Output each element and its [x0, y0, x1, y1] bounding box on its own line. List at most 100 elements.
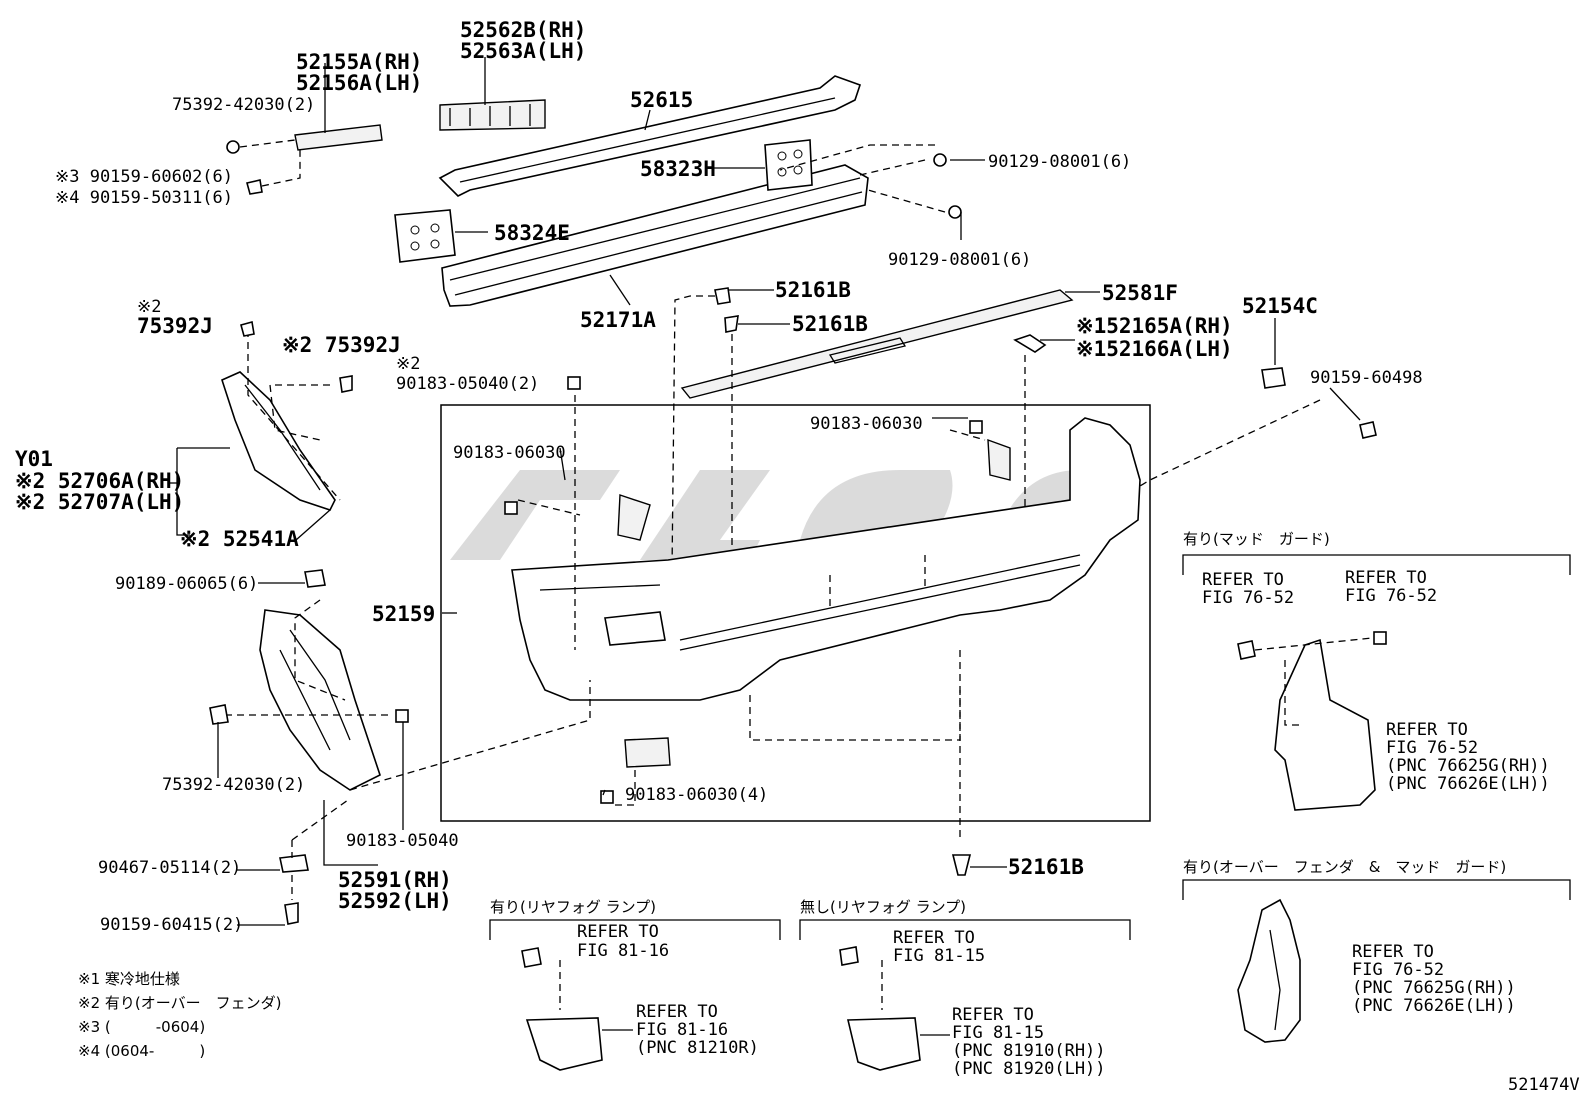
note-1: ※1 寒冷地仕様 [78, 970, 180, 988]
part-52591-mudguard [259, 609, 381, 791]
label-52171A: 52171A [580, 308, 656, 332]
label-75392J-b: ※2 75392J [282, 333, 401, 357]
part-52159-bumper-cover [511, 417, 1141, 701]
fog-with-section: 有り(リヤフォグ ランプ) REFER TO FIG 81-16 REFER T… [490, 898, 759, 1058]
fog-with-header: 有り(リヤフォグ ランプ) [490, 898, 656, 916]
part-retainer-bracket [624, 737, 671, 768]
ofmg-header: 有り(オーバー フェンダ & マッド ガード) [1183, 858, 1506, 876]
mud-guard-section-frame [1182, 554, 1571, 575]
fog-without-ref2-d: (PNC 81920(LH)) [952, 1059, 1106, 1079]
ofmg-ref-b: FIG 76-52 [1352, 960, 1444, 980]
mud-ref3-b: FIG 76-52 [1386, 738, 1478, 758]
fog-without-ref1-a: REFER TO [893, 928, 975, 948]
label-75392-42030-top: 75392-42030(2) [172, 95, 315, 115]
label-90189: 90189-06065(6) [115, 574, 258, 594]
clip-icon [304, 569, 326, 588]
label-52707A: ※2 52707A(LH) [15, 490, 184, 514]
fog-without-ref2-a: REFER TO [952, 1005, 1034, 1025]
screw-icon [521, 947, 542, 968]
label-90159-60602: ※3 90159-60602(6) [55, 167, 233, 187]
part-52706A-over-fender [221, 371, 336, 511]
label-52165A: ※152165A(RH) [1076, 314, 1233, 338]
over-fender-mud-guard-section-frame [1182, 879, 1571, 900]
nut-icon [567, 376, 581, 390]
label-90183-05040-2: 90183-05040(2) [396, 374, 539, 394]
fog-without-section: 無し(リヤフォグ ランプ) REFER TO FIG 81-15 REFER T… [800, 898, 1106, 1079]
fog-with-ref2-b: FIG 81-16 [636, 1020, 728, 1040]
bolt-icon [226, 140, 240, 154]
label-52563A: 52563A(LH) [460, 39, 586, 63]
label-90183-05040-mark: ※2 [396, 354, 420, 374]
nut-icon [969, 420, 983, 434]
ofmg-ref-d: (PNC 76626E(LH)) [1352, 996, 1516, 1016]
label-90183-06030-a: 90183-06030 [453, 443, 566, 463]
label-52562B: 52562B(RH) [460, 18, 586, 42]
bolt-icon [948, 205, 962, 219]
over-fender-mud-guard-section: 有り(オーバー フェンダ & マッド ガード) REFER TO FIG 76-… [1183, 858, 1516, 1016]
label-52154C: 52154C [1242, 294, 1318, 318]
label-90129-a: 90129-08001(6) [988, 152, 1131, 172]
part-labels: 52562B(RH) 52563A(LH) 52155A(RH) 52156A(… [15, 18, 1580, 1095]
fog-without-ref2-c: (PNC 81910(RH)) [952, 1041, 1106, 1061]
fog-without-header: 無し(リヤフォグ ランプ) [800, 898, 966, 916]
label-52161B-3: 52161B [1008, 855, 1084, 879]
clip-icon [339, 375, 353, 393]
fog-without-section-frame [799, 919, 1131, 940]
mud-ref3-d: (PNC 76626E(LH)) [1386, 774, 1550, 794]
bracket-icon [279, 854, 309, 873]
ofmg-ref-a: REFER TO [1352, 942, 1434, 962]
label-90183-05040: 90183-05040 [346, 831, 459, 851]
label-52161B-2: 52161B [792, 312, 868, 336]
clip-icon [240, 320, 255, 337]
label-90159-60415: 90159-60415(2) [100, 915, 243, 935]
mud-ref1-b: FIG 76-52 [1202, 588, 1294, 608]
clip-icon [951, 854, 972, 876]
ofmg-ref-c: (PNC 76625G(RH)) [1352, 978, 1516, 998]
screw-icon [209, 704, 229, 725]
mud-ref3-c: (PNC 76625G(RH)) [1386, 756, 1550, 776]
diagram-code: 521474V [1508, 1075, 1580, 1095]
label-52166A: ※152166A(LH) [1076, 337, 1233, 361]
note-3: ※3 ( -0604) [78, 1018, 205, 1036]
nut-icon [504, 501, 518, 515]
fog-with-ref1-a: REFER TO [577, 922, 659, 942]
fog-with-ref2-a: REFER TO [636, 1002, 718, 1022]
mud-ref1-a: REFER TO [1202, 570, 1284, 590]
label-75392J-mark: ※2 [137, 297, 161, 317]
label-75392J-a: 75392J [137, 314, 213, 338]
fog-with-ref2-c: (PNC 81210R) [636, 1038, 759, 1058]
label-90159-50311: ※4 90159-50311(6) [55, 188, 233, 208]
label-90183-06030-4: 90183-06030(4) [625, 785, 768, 805]
label-75392-42030-bot: 75392-42030(2) [162, 775, 305, 795]
mud-ref2-a: REFER TO [1345, 568, 1427, 588]
screw-icon [1359, 421, 1377, 439]
fog-with-section-frame [489, 919, 781, 940]
nut-icon [395, 709, 409, 723]
label-52159: 52159 [372, 602, 435, 626]
clip-icon [714, 287, 731, 305]
label-90159-60498: 90159-60498 [1310, 368, 1423, 388]
part-58324E-bracket [394, 209, 456, 263]
screw-icon [246, 179, 263, 195]
mud-ref2-b: FIG 76-52 [1345, 586, 1437, 606]
screw-icon [284, 902, 299, 925]
part-52155A-bracket [294, 124, 383, 151]
label-52706A: ※2 52706A(RH) [15, 469, 184, 493]
bumper-group-frame [440, 404, 1151, 822]
nut-icon [1373, 631, 1387, 645]
mud-guard-header: 有り(マッド ガード) [1183, 530, 1330, 548]
footnotes: ※1 寒冷地仕様 ※2 有り(オーバー フェンダ) ※3 ( -0604) ※4… [78, 970, 281, 1060]
over-fender-mud-guard-part [1237, 898, 1301, 1043]
part-52615-absorber [438, 75, 862, 197]
label-52156A: 52156A(LH) [296, 71, 422, 95]
fog-with-ref1-b: FIG 81-16 [577, 941, 669, 961]
mud-guard-section: 有り(マッド ガード) REFER TO FIG 76-52 REFER TO … [1183, 530, 1550, 794]
label-52581F: 52581F [1102, 281, 1178, 305]
fog-without-ref1-b: FIG 81-15 [893, 946, 985, 966]
screw-icon [1237, 640, 1256, 660]
mud-ref3-a: REFER TO [1386, 720, 1468, 740]
part-52165A-bracket [1013, 334, 1047, 353]
label-90129-b: 90129-08001(6) [888, 250, 1031, 270]
fog-lamp-part [525, 1017, 603, 1071]
screw-icon [839, 946, 859, 966]
